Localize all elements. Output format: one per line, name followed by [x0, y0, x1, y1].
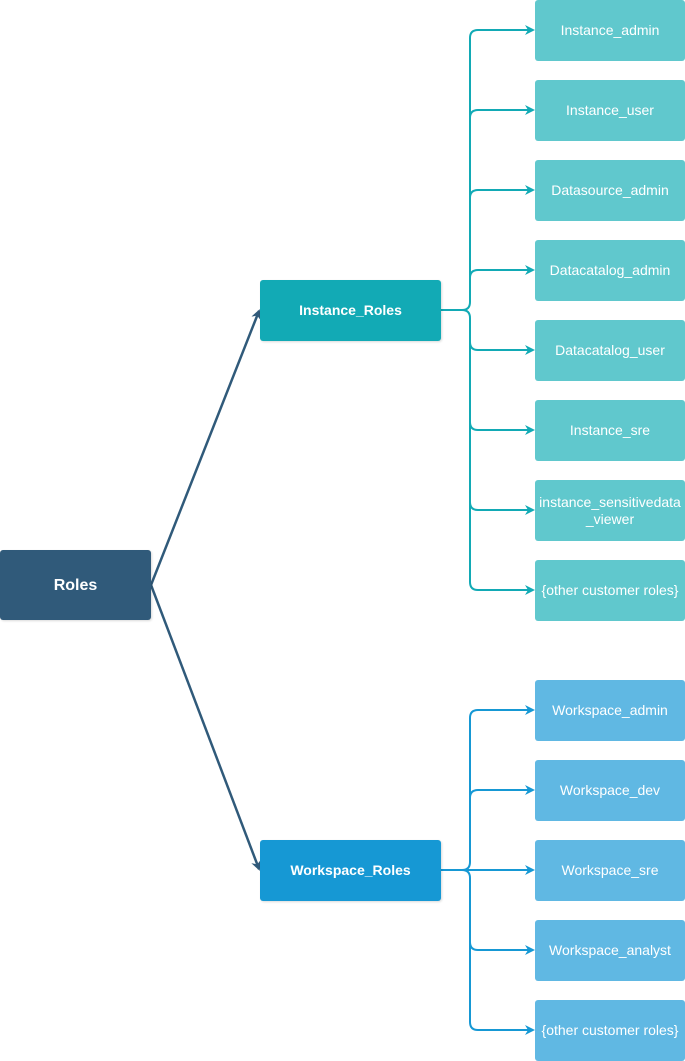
role-label: Datacatalog_user — [555, 342, 665, 358]
role-label: Datacatalog_admin — [549, 262, 671, 278]
workspace-roles-edges — [441, 705, 535, 1035]
instance-roles-label: Instance_Roles — [299, 302, 402, 318]
role-label: Workspace_admin — [552, 702, 668, 718]
edge-to-datacatalog-admin — [469, 265, 535, 279]
edge-to-datacatalog-user — [461, 309, 535, 355]
role-label: Datasource_admin — [551, 182, 669, 198]
edge-to-instance-user — [469, 105, 535, 119]
edge-to-instance-sensitivedata-viewer — [469, 422, 535, 515]
edge-roles-to-instance-roles — [149, 309, 261, 586]
edge-roles-to-workspace-roles — [149, 584, 261, 871]
role-node-instance-admin[interactable]: Instance_admin — [535, 0, 685, 61]
role-node-datacatalog-user[interactable]: Datacatalog_user — [535, 320, 685, 381]
workspace-roles-label: Workspace_Roles — [290, 862, 411, 878]
instance-roles-edges — [441, 25, 535, 595]
role-label: Instance_user — [566, 102, 654, 118]
instance-roles-node[interactable]: Instance_Roles — [260, 280, 441, 341]
role-node-datacatalog-admin[interactable]: Datacatalog_admin — [535, 240, 685, 301]
role-label: Workspace_dev — [559, 782, 661, 798]
role-label: Instance_admin — [560, 22, 660, 38]
roles-root-label: Roles — [53, 576, 98, 594]
role-node-instance-sensitivedata-viewer[interactable]: instance_sensitivedata_viewer — [535, 480, 685, 541]
edge-to-datasource-admin — [469, 185, 535, 199]
edge-to-instance-other-roles — [469, 502, 535, 595]
role-label: Workspace_sre — [561, 862, 659, 878]
role-node-datasource-admin[interactable]: Datasource_admin — [535, 160, 685, 221]
edge-to-workspace-dev — [469, 785, 535, 799]
role-label: Instance_sre — [569, 422, 651, 438]
role-node-instance-other-customer-roles[interactable]: {other customer roles} — [535, 560, 685, 621]
roles-root-node[interactable]: Roles — [0, 550, 151, 620]
edge-to-instance-admin — [441, 25, 535, 311]
role-label: {other customer roles} — [541, 1022, 679, 1038]
role-node-workspace-other-customer-roles[interactable]: {other customer roles} — [535, 1000, 685, 1061]
role-node-instance-sre[interactable]: Instance_sre — [535, 400, 685, 461]
role-label: {other customer roles} — [541, 582, 679, 598]
edge-to-instance-sre — [469, 342, 535, 435]
role-node-workspace-admin[interactable]: Workspace_admin — [535, 680, 685, 741]
role-label: Workspace_analyst — [549, 942, 671, 958]
role-node-workspace-analyst[interactable]: Workspace_analyst — [535, 920, 685, 981]
role-node-workspace-sre[interactable]: Workspace_sre — [535, 840, 685, 901]
role-node-instance-user[interactable]: Instance_user — [535, 80, 685, 141]
edge-to-workspace-analyst — [461, 869, 535, 955]
role-node-workspace-dev[interactable]: Workspace_dev — [535, 760, 685, 821]
workspace-roles-node[interactable]: Workspace_Roles — [260, 840, 441, 901]
edge-to-workspace-other-roles — [469, 942, 535, 1035]
role-label: instance_sensitivedata_viewer — [539, 493, 681, 527]
